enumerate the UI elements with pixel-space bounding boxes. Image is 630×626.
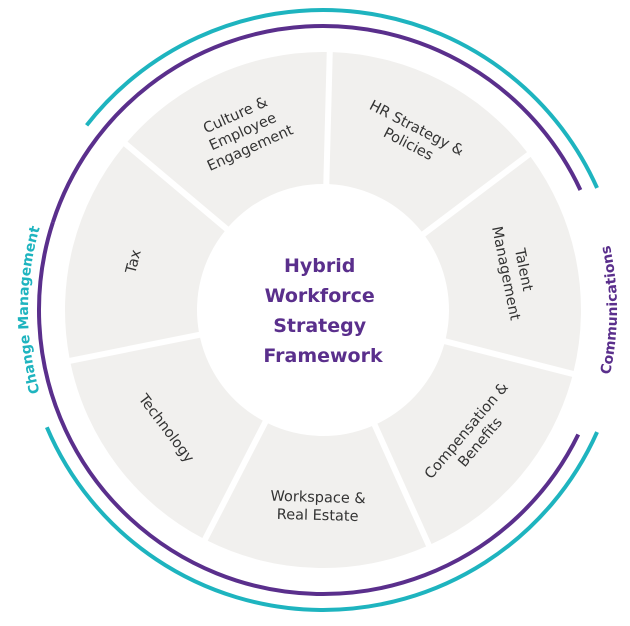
segment-hr-strategy-policies — [329, 52, 528, 232]
outer-teal-ring-bottom — [45, 426, 599, 612]
segment-label-line: Real Estate — [277, 507, 359, 525]
segment-label-tax: Tax — [123, 248, 145, 277]
segment-technology — [70, 337, 263, 539]
segment-compensation-benefits — [377, 344, 573, 545]
segment-culture-employee-engagement — [127, 52, 327, 227]
center-title-line: Hybrid — [284, 255, 355, 277]
outer-teal-ring-top — [85, 8, 599, 189]
inner-purple-ring-top — [50, 24, 583, 223]
inner-purple-ring-bottom — [37, 221, 581, 596]
segment-label-line: Workspace & — [270, 489, 366, 507]
center-title: Hybrid Workforce Strategy Framework — [263, 255, 383, 367]
segments-group: HR Strategy &PoliciesTalentManagementCom… — [65, 52, 581, 569]
center-circle — [200, 187, 446, 433]
segment-label-workspace-real-estate: Workspace &Real Estate — [270, 489, 366, 525]
center-title-line: Strategy — [273, 315, 367, 337]
center-title-line: Framework — [263, 345, 383, 367]
segment-workspace-real-estate — [207, 423, 427, 569]
center-title-line: Workforce — [265, 285, 375, 307]
segment-talent-management — [425, 156, 581, 372]
communications-label: Communications — [598, 244, 621, 376]
segment-tax — [65, 146, 225, 358]
segment-label-line: Tax — [123, 248, 145, 277]
